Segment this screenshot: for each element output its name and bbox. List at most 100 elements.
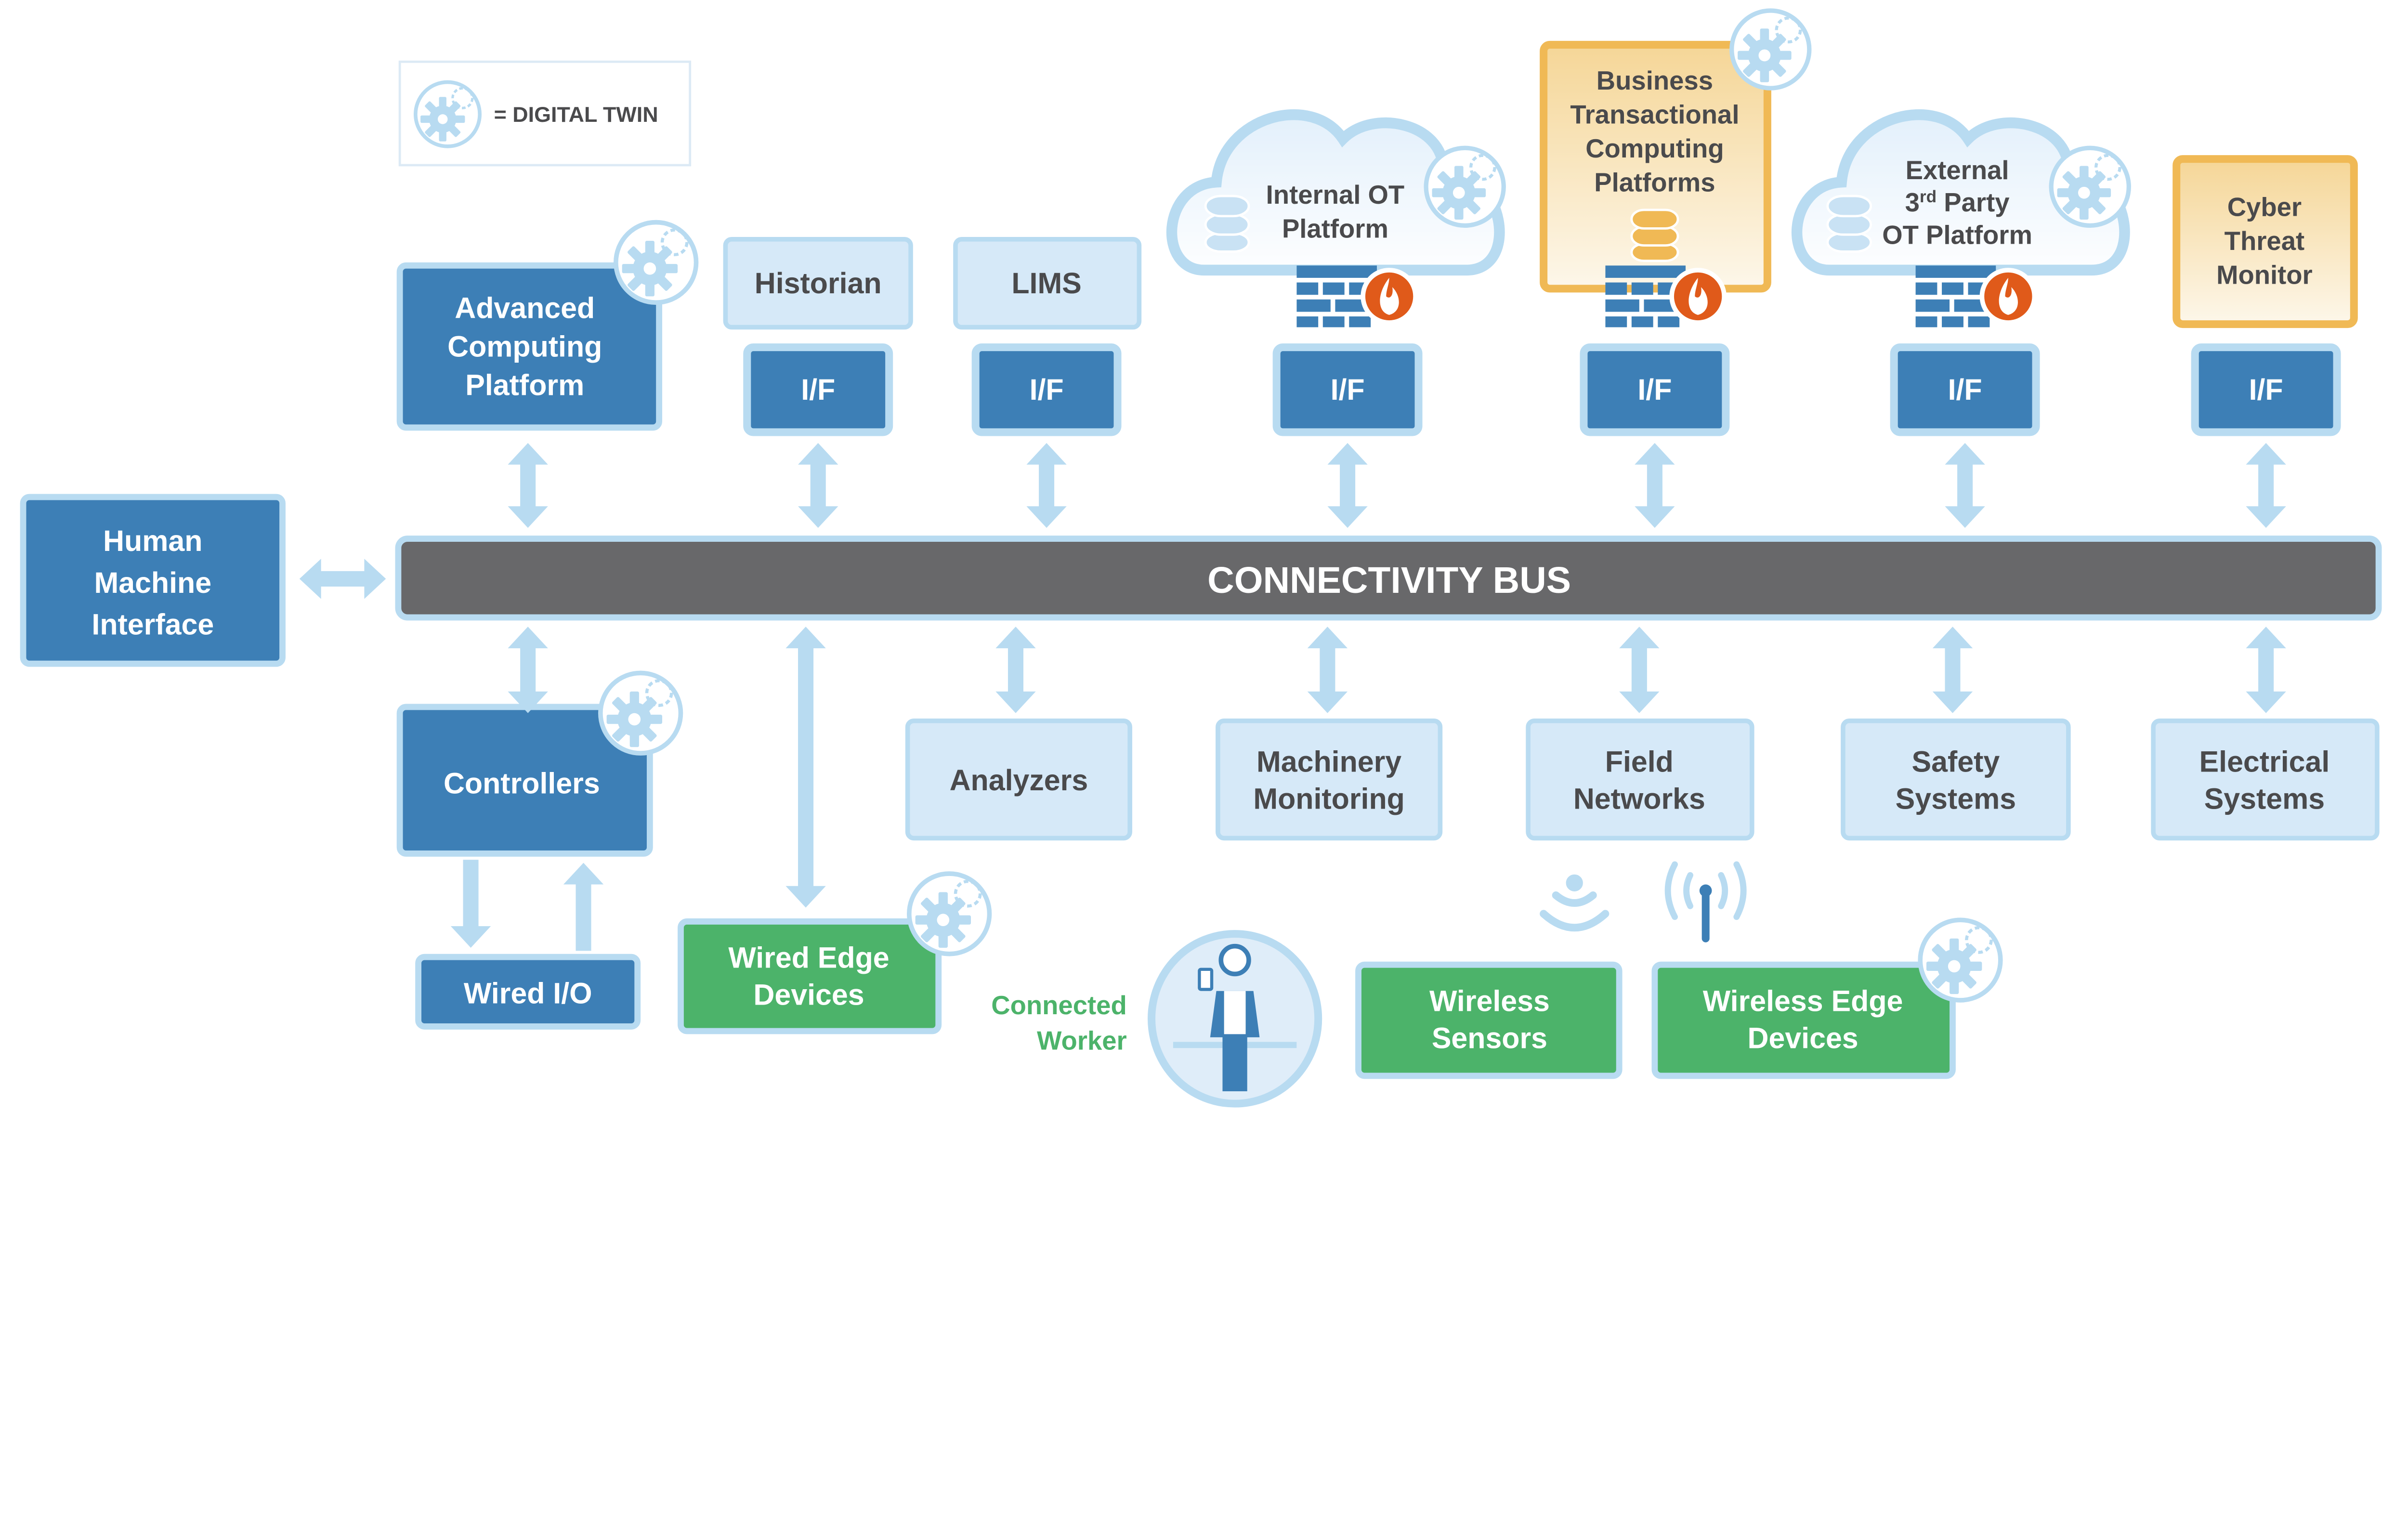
bus-label: CONNECTIVITY BUS [1207,560,1571,601]
bidirectional-arrow [1945,443,1985,528]
wired-io[interactable]: Wired I/O [415,954,641,1030]
interface-box[interactable]: I/F [971,343,1122,436]
label-line: Devices [753,979,864,1011]
bidirectional-arrow [995,627,1036,713]
legend: = DIGITAL TWIN [398,60,692,167]
interface-label: I/F [1331,373,1365,406]
bidirectional-arrow [1619,627,1660,713]
superscript: rd [1920,187,1937,206]
label-line: Monitor [2216,261,2313,290]
label-line: Wireless Edge [1703,984,1903,1017]
label-line: Safety [1912,745,2000,778]
digital-twin-gears-icon [2051,148,2129,225]
label-line: Cyber [2227,193,2302,222]
connectivity-bus[interactable]: CONNECTIVITY BUS [395,536,2382,621]
label-line: Systems [1896,782,2016,815]
bidirectional-arrow [798,443,838,528]
label-line: Wired Edge [728,942,889,974]
label-line: Connected [991,991,1126,1020]
label-line: Threat [2225,226,2304,256]
label-line: Networks [1573,782,1705,815]
antenna-icon [1664,861,1747,942]
firewall-icon [1296,265,1415,327]
label-line: Interface [92,608,214,641]
interface-label: I/F [1030,373,1064,406]
label-line: Electrical [2199,745,2330,778]
digital-twin-gears-icon [909,874,990,954]
interface-label: I/F [2249,373,2283,406]
digital-twin-gears-icon [416,82,480,146]
label-line: Business [1597,66,1713,95]
down-arrow [450,860,491,948]
bidirectional-arrow [1635,443,1675,528]
bidirectional-arrow [2246,443,2286,528]
label-line: Advanced [455,291,595,324]
label-line: Human [103,524,202,557]
bidirectional-arrow [508,443,548,528]
legend-label: = DIGITAL TWIN [494,102,658,127]
label-line: Devices [1748,1021,1858,1054]
interface-box[interactable]: I/F [1272,343,1423,436]
interface-box[interactable]: I/F [743,343,893,436]
node-label: Historian [755,267,882,300]
database-icon [1630,209,1679,262]
database-icon [1205,196,1249,251]
wifi-signal-icon [1540,874,1610,932]
interface-box[interactable]: I/F [1580,343,1730,436]
label-line: Platform [465,369,584,402]
bidirectional-arrow [299,559,386,599]
controllers[interactable]: Controllers [396,673,681,857]
label-line: Monitoring [1253,782,1404,815]
database-icon [1828,196,1871,251]
historian[interactable]: Historian [723,236,913,330]
label-line: Sensors [1432,1021,1547,1054]
interface-box[interactable]: I/F [1890,343,2040,436]
label-line: Worker [1037,1026,1127,1055]
digital-twin-gears-icon [616,222,696,303]
bidirectional-arrow [1932,627,1973,713]
worker-icon [1148,930,1322,1108]
label-line: Internal OT [1266,180,1405,209]
bidirectional-arrow [1026,443,1067,528]
label-line: Machinery [1256,745,1401,778]
label-line: Party [1937,188,2009,217]
digital-twin-gears-icon [1426,148,1504,225]
interface-label: I/F [1637,373,1672,406]
label-line: 3 [1905,188,1920,217]
node-label: LIMS [1011,267,1081,300]
lims[interactable]: LIMS [953,236,1142,330]
analyzers[interactable]: Analyzers [905,718,1132,841]
label-line: Wireless [1429,984,1550,1017]
label-line: Transactional [1570,100,1739,129]
bidirectional-arrow [2246,627,2286,713]
label-line: External [1906,156,2009,185]
interface-box[interactable]: I/F [2191,343,2341,436]
bidirectional-arrow [1327,443,1368,528]
